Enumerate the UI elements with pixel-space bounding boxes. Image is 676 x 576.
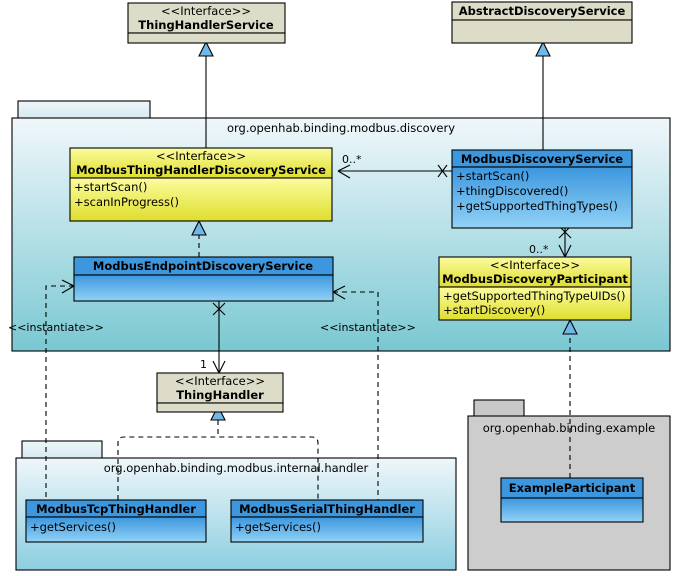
mds-member-0: +startScan() xyxy=(456,169,529,183)
thing-handler-service-title: ThingHandlerService xyxy=(138,18,274,32)
package-modbus-discovery-label: org.openhab.binding.modbus.discovery xyxy=(227,121,455,135)
node-abstract-discovery-service[interactable]: AbstractDiscoveryService xyxy=(451,1,633,44)
mtcp-title: ModbusTcpThingHandler xyxy=(36,502,196,516)
mdp-title: ModbusDiscoveryParticipant xyxy=(442,272,628,286)
mdp-member-1: +startDiscovery() xyxy=(443,303,545,317)
edge-mds-to-abstractdiscoveryservice xyxy=(535,40,551,150)
mthds-member-1: +scanInProgress() xyxy=(74,195,179,209)
edge-instantiate-left: <<instantiate>> xyxy=(8,279,104,500)
multiplicity-one: 1 xyxy=(200,358,207,371)
node-thing-handler-service[interactable]: <<Interface>> ThingHandlerService xyxy=(127,2,286,44)
edge-endpoint-realizes-mthds xyxy=(191,219,207,257)
stereotype-instantiate-left: <<instantiate>> xyxy=(8,321,104,334)
edge-exampleparticipant-realizes-participant xyxy=(562,318,578,478)
edge-endpoint-to-thinghandler: 1 xyxy=(200,301,226,374)
node-modbus-endpoint-discovery-service[interactable]: ModbusEndpointDiscoveryService xyxy=(73,256,334,302)
multiplicity-0star-left: 0..* xyxy=(342,153,362,166)
edge-mds-to-participant: 0..* xyxy=(529,225,572,258)
edge-mthds-to-thinghandlerservice xyxy=(198,40,214,148)
mthds-stereotype: <<Interface>> xyxy=(156,149,246,163)
node-modbus-serial-thing-handler[interactable]: ModbusSerialThingHandler +getServices() xyxy=(230,499,424,543)
mserial-title: ModbusSerialThingHandler xyxy=(239,502,415,516)
edge-mds-to-mthds: 0..* xyxy=(337,153,452,179)
example-participant-title: ExampleParticipant xyxy=(509,481,636,495)
node-example-participant[interactable]: ExampleParticipant xyxy=(500,477,644,523)
package-modbus-internal-handler-label: org.openhab.binding.modbus.internal.hand… xyxy=(104,461,369,475)
mds-member-2: +getSupportedThingTypes() xyxy=(456,199,618,213)
thing-handler-service-stereotype: <<Interface>> xyxy=(161,4,251,18)
node-modbus-thing-handler-discovery-service[interactable]: <<Interface>> ModbusThingHandlerDiscover… xyxy=(69,147,333,222)
node-modbus-discovery-participant[interactable]: <<Interface>> ModbusDiscoveryParticipant… xyxy=(438,256,632,321)
thing-handler-title: ThingHandler xyxy=(176,388,264,402)
abstract-discovery-service-title: AbstractDiscoveryService xyxy=(459,4,626,18)
mds-member-1: +thingDiscovered() xyxy=(456,184,568,198)
edge-handlers-realize-thinghandler xyxy=(117,404,319,500)
mtcp-member-0: +getServices() xyxy=(30,520,116,534)
edge-instantiate-right: <<instantiate>> xyxy=(320,285,416,500)
package-example-label: org.openhab.binding.example xyxy=(483,421,656,435)
mds-title: ModbusDiscoveryService xyxy=(461,152,623,166)
mthds-member-0: +startScan() xyxy=(74,180,147,194)
node-modbus-discovery-service[interactable]: ModbusDiscoveryService +startScan() +thi… xyxy=(451,149,633,229)
mdp-stereotype: <<Interface>> xyxy=(490,258,580,272)
thing-handler-stereotype: <<Interface>> xyxy=(175,374,265,388)
multiplicity-0star-right: 0..* xyxy=(529,243,549,256)
stereotype-instantiate-right: <<instantiate>> xyxy=(320,321,416,334)
node-thing-handler[interactable]: <<Interface>> ThingHandler xyxy=(156,372,284,413)
meds-title: ModbusEndpointDiscoveryService xyxy=(93,259,313,273)
mthds-title: ModbusThingHandlerDiscoveryService xyxy=(76,163,326,177)
mserial-member-0: +getServices() xyxy=(235,520,321,534)
mdp-member-0: +getSupportedThingTypeUIDs() xyxy=(443,289,626,303)
node-modbus-tcp-thing-handler[interactable]: ModbusTcpThingHandler +getServices() xyxy=(25,499,207,543)
